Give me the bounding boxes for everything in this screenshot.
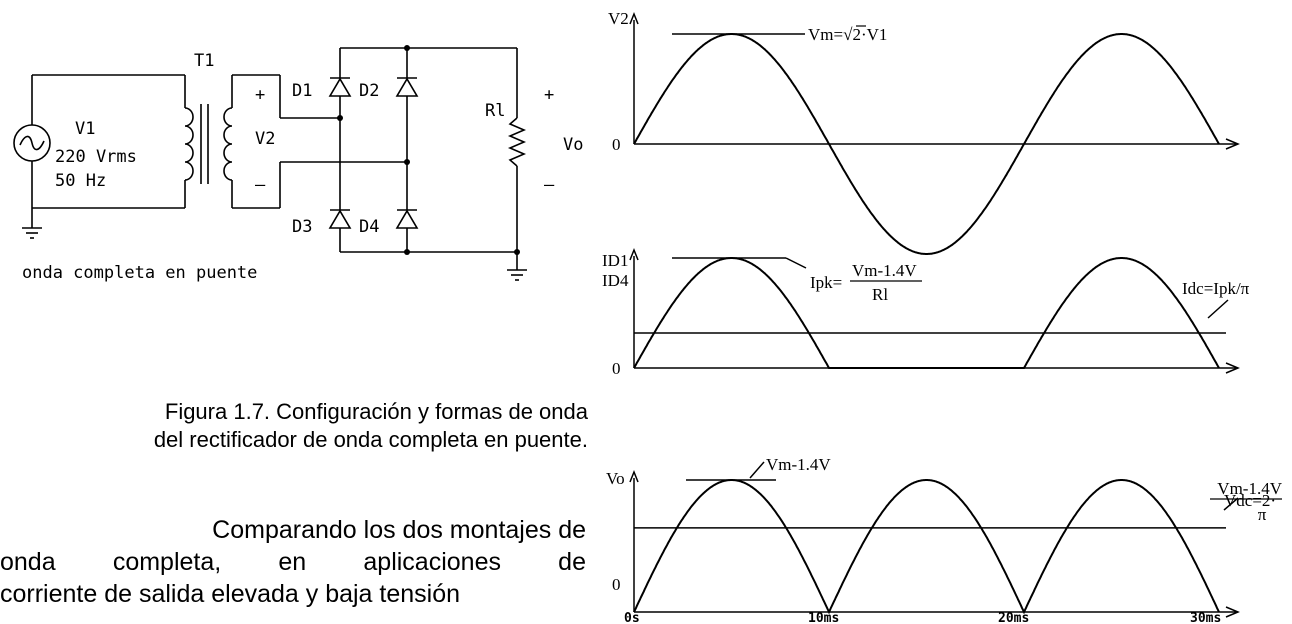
ipk-numerator: Vm-1.4V <box>852 261 917 280</box>
id4-axis-label: ID4 <box>602 271 629 290</box>
diode-d3-icon <box>328 209 352 229</box>
annotation-pointer <box>749 461 765 479</box>
x-axis-arrow-icon <box>1225 606 1240 618</box>
id-waveform <box>633 257 1220 369</box>
zero-label: 0 <box>612 359 621 378</box>
paragraph-line-2: onda completa, en aplicaciones de <box>0 546 588 578</box>
ipk-prefix: Ipk= <box>810 273 842 292</box>
paragraph-word: completa, <box>112 548 222 576</box>
ground-icon <box>507 269 527 281</box>
body-paragraph: Comparando los dos montajes de onda comp… <box>0 514 588 610</box>
y-axis-arrow-icon <box>629 247 639 261</box>
y-axis-arrow-icon <box>629 11 639 25</box>
x-tick-label: 10ms <box>808 611 839 624</box>
diode-d4-label: D4 <box>359 217 379 237</box>
secondary-label: V2 <box>255 129 275 149</box>
diode-d2-label: D2 <box>359 81 379 101</box>
junction-dot <box>404 159 410 165</box>
paragraph-word: onda <box>0 548 56 576</box>
diode-d2-icon <box>395 77 419 97</box>
id1-axis-label: ID1 <box>602 251 628 270</box>
vo-axis-label: Vo <box>606 469 625 488</box>
vdc-prefix: Vdc=2· <box>1224 491 1276 510</box>
vdc-denominator: π <box>1258 505 1267 524</box>
x-tick-label: 30ms <box>1190 611 1221 624</box>
secondary-minus-label: – <box>255 175 266 195</box>
circuit-title: onda completa en puente <box>22 263 257 283</box>
zero-label: 0 <box>612 575 621 594</box>
x-axis-arrow-icon <box>1225 362 1240 374</box>
source-name-label: V1 <box>75 119 95 139</box>
ground-icon <box>22 227 42 239</box>
zero-label: 0 <box>612 135 621 154</box>
caption-line-1: Figura 1.7. Configuración y formas de on… <box>164 399 588 424</box>
output-minus-label: – <box>544 175 555 195</box>
diode-d3-label: D3 <box>292 217 312 237</box>
junction-dot <box>404 249 410 255</box>
diode-d1-icon <box>328 77 352 97</box>
transformer-label: T1 <box>194 51 214 71</box>
vm-annotation: Vm=√2·V1 <box>808 25 887 44</box>
paragraph-word: aplicaciones <box>363 548 501 576</box>
figure-caption: Figura 1.7. Configuración y formas de on… <box>0 398 588 454</box>
secondary-plus-label: + <box>255 85 265 105</box>
resistor-icon <box>507 117 527 167</box>
annotation-pointer <box>1207 299 1229 319</box>
vo-peak-annotation: Vm-1.4V <box>766 455 831 474</box>
annotation-pointer <box>1223 497 1239 511</box>
x-tick-label: 0s <box>624 611 640 624</box>
bridge-rectifier-schematic: T1 V1 220 Vrms 50 Hz + V2 – D1 D2 D3 D4 … <box>13 45 583 283</box>
caption-line-2: del rectificador de onda completa en pue… <box>153 427 588 452</box>
diode-d1-label: D1 <box>292 81 312 101</box>
transformer-secondary-coil <box>223 107 233 181</box>
junction-dot <box>514 249 520 255</box>
waveform-plots: V2 0 Vm=√2·V1 ID1 ID4 0 Ipk= Vm-1.4V Rl … <box>602 9 1283 624</box>
paragraph-word: de <box>558 548 586 576</box>
load-label: Rl <box>485 101 505 121</box>
x-tick-label: 20ms <box>998 611 1029 624</box>
junction-dot <box>404 45 410 51</box>
junction-dot <box>337 115 343 121</box>
sine-icon <box>19 135 45 151</box>
diode-d4-icon <box>395 209 419 229</box>
idc-annotation: Idc=Ipk/π <box>1182 279 1250 298</box>
output-label: Vo <box>563 135 583 155</box>
paragraph-line-1: Comparando los dos montajes de <box>212 516 586 544</box>
ipk-denominator: Rl <box>872 285 888 304</box>
paragraph-word: en <box>278 548 307 576</box>
x-axis-arrow-icon <box>1225 138 1240 150</box>
y-axis-arrow-icon <box>629 469 639 483</box>
vdc-numerator: Vm-1.4V <box>1217 479 1282 498</box>
v2-axis-label: V2 <box>608 9 629 28</box>
v2-waveform <box>633 33 1220 255</box>
transformer-primary-coil <box>184 107 194 181</box>
vo-waveform <box>633 479 1220 615</box>
source-voltage-label: 220 Vrms <box>55 147 137 167</box>
annotation-pointer <box>785 257 807 269</box>
output-plus-label: + <box>544 85 554 105</box>
source-frequency-label: 50 Hz <box>55 171 106 191</box>
paragraph-line-3: corriente de salida elevada y baja tensi… <box>0 580 461 608</box>
